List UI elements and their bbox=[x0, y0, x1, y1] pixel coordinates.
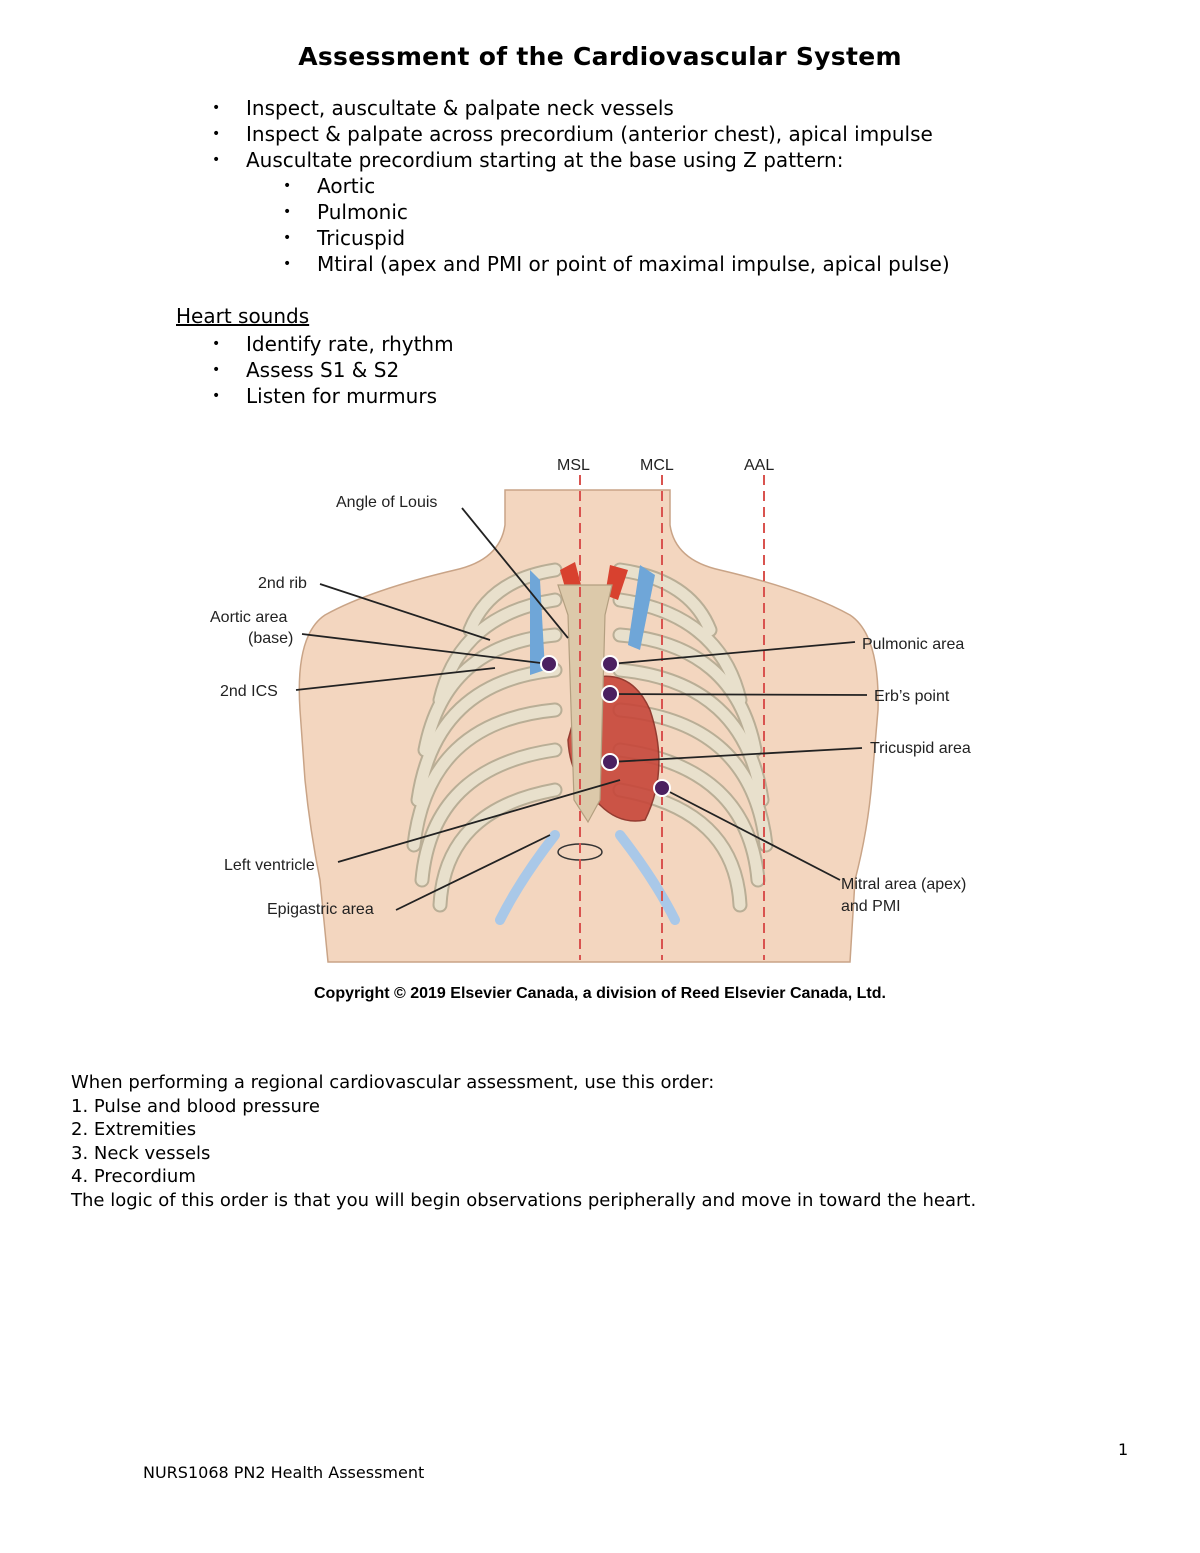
bullet-icon: • bbox=[212, 388, 221, 404]
order-intro: When performing a regional cardiovascula… bbox=[71, 1072, 715, 1093]
page-number: 1 bbox=[1118, 1440, 1129, 1459]
bullet-icon: • bbox=[212, 126, 221, 142]
list-item: 2. Extremities bbox=[71, 1119, 197, 1141]
list-item: •Listen for murmurs bbox=[212, 384, 437, 408]
list-item: •Assess S1 & S2 bbox=[212, 358, 400, 382]
mitral-area-label: Mitral area (apex) bbox=[841, 876, 966, 893]
auscultation-points bbox=[540, 655, 671, 797]
bullet-icon: • bbox=[212, 100, 221, 116]
heart-sounds-heading: Heart sounds bbox=[176, 304, 310, 328]
mitral-point-marker bbox=[653, 779, 671, 797]
mitral-pmi-label: and PMI bbox=[841, 898, 901, 915]
main-bullet-list: •Inspect, auscultate & palpate neck vess… bbox=[212, 95, 933, 173]
leader-lines bbox=[295, 507, 868, 911]
bullet-icon: • bbox=[212, 362, 221, 378]
figure-copyright: Copyright © 2019 Elsevier Canada, a divi… bbox=[314, 985, 886, 1002]
erbs-point-marker bbox=[601, 685, 619, 703]
erbs-point-label: Erb’s point bbox=[874, 688, 950, 705]
bullet-icon: • bbox=[283, 256, 292, 272]
second-rib-label: 2nd rib bbox=[258, 575, 307, 592]
list-item: •Auscultate precordium starting at the b… bbox=[212, 148, 844, 172]
pulmonic-point-marker bbox=[601, 655, 619, 673]
order-logic: The logic of this order is that you will… bbox=[71, 1189, 977, 1211]
reference-lines bbox=[579, 475, 765, 960]
pulmonic-area-label: Pulmonic area bbox=[862, 636, 964, 653]
bullet-icon: • bbox=[212, 336, 221, 352]
tricuspid-point-marker bbox=[601, 753, 619, 771]
precordium-diagram: MSL MCL AAL Angle of Louis 2nd rib Aorti… bbox=[210, 457, 971, 963]
tricuspid-area-label: Tricuspid area bbox=[870, 740, 971, 757]
aortic-base-label: (base) bbox=[248, 630, 293, 647]
list-item: •Aortic bbox=[283, 174, 376, 198]
second-ics-label: 2nd ICS bbox=[220, 683, 278, 700]
list-item: •Mtiral (apex and PMI or point of maxima… bbox=[283, 252, 950, 276]
list-item: •Inspect, auscultate & palpate neck vess… bbox=[212, 96, 674, 120]
list-item: •Identify rate, rhythm bbox=[212, 332, 454, 356]
msl-label: MSL bbox=[557, 457, 590, 474]
list-item: •Pulmonic bbox=[283, 200, 408, 224]
bullet-icon: • bbox=[212, 152, 221, 168]
page-title: Assessment of the Cardiovascular System bbox=[298, 42, 902, 71]
sternum-illustration bbox=[557, 584, 613, 824]
bullet-icon: • bbox=[283, 178, 292, 194]
left-ventricle-label: Left ventricle bbox=[224, 857, 315, 874]
assessment-order: When performing a regional cardiovascula… bbox=[71, 1071, 976, 1213]
list-item: •Inspect & palpate across precordium (an… bbox=[212, 122, 933, 146]
bullet-icon: • bbox=[283, 230, 292, 246]
angle-of-louis-label: Angle of Louis bbox=[336, 494, 437, 511]
footer-course: NURS1068 PN2 Health Assessment bbox=[143, 1463, 425, 1482]
list-item: •Tricuspid bbox=[283, 226, 406, 250]
bullet-icon: • bbox=[283, 204, 292, 220]
list-item: 1. Pulse and blood pressure bbox=[71, 1095, 320, 1117]
pulmonary-vein-illustration bbox=[628, 565, 655, 650]
heart-sounds-list: •Identify rate, rhythm •Assess S1 & S2 •… bbox=[212, 331, 454, 409]
sub-bullet-list: •Aortic •Pulmonic •Tricuspid •Mtiral (ap… bbox=[283, 173, 950, 277]
list-item: 3. Neck vessels bbox=[71, 1142, 211, 1164]
mcl-label: MCL bbox=[640, 457, 674, 474]
epigastric-area-label: Epigastric area bbox=[267, 901, 374, 918]
aortic-area-label: Aortic area bbox=[210, 609, 287, 626]
list-item: 4. Precordium bbox=[71, 1166, 196, 1188]
aortic-point-marker bbox=[540, 655, 558, 673]
aal-label: AAL bbox=[744, 457, 774, 474]
